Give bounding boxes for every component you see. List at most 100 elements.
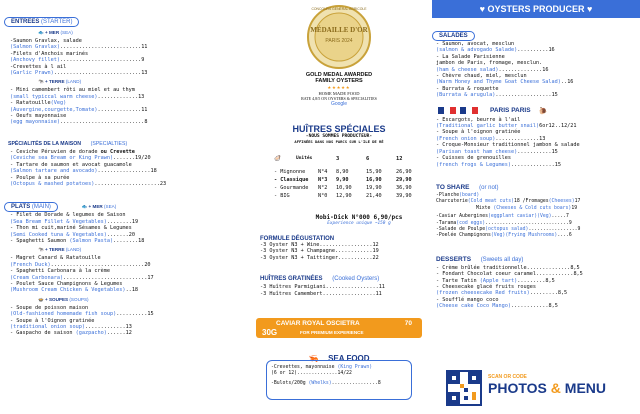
share-list: -Planche(board) Charcuterie(Cold meat cu…	[436, 193, 638, 240]
list-item: - Poulet Sauce Champignons & Legumes	[10, 280, 123, 287]
heart-icon: ♥	[479, 4, 488, 14]
list-item: -Filets d'Anchois marinés	[10, 50, 89, 57]
french-flag-icon	[460, 107, 478, 115]
list-item: -3 Oyster N3 + Wine.................12	[260, 242, 379, 248]
list-item: -3 Huîtres Parmigiani.................11	[260, 284, 385, 291]
list-item: (Parisan toast ham cheese)...........15	[436, 148, 558, 155]
list-item: (Ceviche sea Bream or King Prawn).......…	[10, 155, 151, 162]
list-item: (small typiccal warm cheese)............…	[10, 93, 145, 100]
list-item: (Burrata & arugula)..................15	[436, 92, 558, 99]
snail-icon: 🐌	[538, 106, 548, 115]
plats-heading: PLATS (MAIN)	[4, 202, 58, 213]
list-item: (french frogs & Legumes)..............15	[436, 161, 561, 168]
list-item: - Ratatouille(Veg)	[10, 100, 67, 107]
photos-menu-label: SCAN OR CODE PHOTOS & MENU	[488, 374, 607, 396]
list-item: (Auvergine,courgette,Tomate)............…	[10, 106, 148, 113]
list-item: (Mushroom Cream Chicken & Vegetables)..1…	[10, 287, 139, 294]
list-item: (French onion soup)..............13	[436, 135, 546, 142]
list-item: (salmon & advogado Salade)..........16	[436, 47, 555, 54]
list-item: (Salmon Gravlax)........................…	[10, 44, 148, 51]
list-item: - Escargots, beurre à l'ail	[436, 116, 521, 123]
oysters-title: HUÎTRES SPÉCIALES	[292, 124, 386, 134]
table-header: 🦪 Unités 3 6 12	[274, 156, 403, 162]
list-item: - La Salade Parisienne	[436, 53, 505, 60]
list-item: (Garlic Prawn)..........................…	[10, 70, 148, 77]
list-item: (Sea Bream Fillet & Vegetables)........1…	[10, 218, 139, 225]
list-item: - Croque-Monsieur traditionnel jambon & …	[436, 142, 580, 149]
list-item: - Soupe à l'Oignon gratinée	[10, 317, 95, 324]
list-item: (traditional onion soup).............13	[10, 324, 132, 330]
list-item: -Saumon Gravlax, salade	[10, 38, 82, 44]
list-item: -3 Oyster N3 + Taittinger...........22	[260, 254, 379, 261]
list-item: -Crevettes, mayonnaise (King Prawn)	[271, 365, 373, 370]
list-item: - Cheesecake glacé fruits rouges	[436, 283, 536, 290]
list-item: -Bulots/200g (Whelks)................8	[271, 380, 381, 386]
list-item: (Cheese cake Coco Mango)............8,5	[436, 303, 558, 310]
plats-land-list: - Magret Canard & Ratatouille (French Du…	[10, 255, 252, 293]
list-item: - Gaspacho de saison (gazpacho)......12	[10, 330, 132, 337]
list-item: (6 or 12)..............14/22	[271, 371, 352, 377]
list-item: - Cuisses de grenouilles	[436, 155, 511, 162]
list-item: - Spaghetti Saumon (Salmon Pasta).......…	[10, 237, 145, 244]
list-item: -Planche(board)	[436, 192, 480, 198]
specials-list: - Ceviche Péruvien de dorade ou Crevette…	[10, 149, 252, 187]
list-item: - Soupe à l'oignon gratinée	[436, 129, 521, 136]
specials-heading: SPÉCIALITÉS DE LA MAISON (SPECIALTIES)	[8, 140, 128, 147]
entrees-land-list: - Mini camembert rôti au miel et au thym…	[10, 87, 252, 125]
entrees-sea-list: -Saumon Gravlax, salade (Salmon Gravlax)…	[10, 38, 252, 76]
list-item: - Poulpe à sa purée	[10, 174, 70, 181]
share-heading: TO SHARE (or not)	[436, 183, 499, 191]
salades-list: - Saumon, avocat, mesclun (salmon & advo…	[436, 41, 638, 99]
french-flag-icon	[438, 107, 456, 115]
rating-stars: ★★★★★	[327, 84, 351, 91]
list-item: Mixte (Cheeses & Cold cuts boars)19	[476, 205, 578, 211]
list-item: -Poelée Champignons(Veg)(Frying Mushroom…	[436, 233, 572, 239]
list-item: - Thon mi cuit,mariné Sésames & Legumes	[10, 225, 132, 232]
shrimp-icon: 🦐	[308, 354, 319, 363]
qr-code[interactable]	[446, 370, 482, 406]
list-item: - Tartare de saumon et avocat guacamole	[10, 161, 132, 168]
heart-icon: ♥	[584, 4, 593, 14]
list-item: - Burrata & roquette	[436, 85, 499, 92]
list-item: (egg mayonnaise)........................…	[10, 119, 148, 126]
soups-subhead: 🍲 + SOUPES (SOUPS)	[38, 296, 89, 302]
list-item: Charcuterie(Cold meat cuts)18 /Fromages(…	[436, 199, 581, 205]
list-item: (Old-fashioned homemade fish soup)......…	[10, 311, 154, 318]
list-item: (Anchovy fillet)........................…	[10, 57, 145, 64]
list-item: -3 Huîtres Camembert.................11	[260, 290, 382, 297]
list-item: (Traditional garlic butter snail)6or12..…	[436, 123, 577, 130]
plats-sea-list: - Filet de Dorade & legumes de Saison (S…	[10, 212, 252, 244]
list-item: (Octopus & mashed potatoes).............…	[10, 180, 167, 187]
right-column: SALADES - Saumon, avocat, mesclun (salmo…	[428, 0, 638, 406]
list-item: - Crème brûlée traditionnelle...........…	[436, 264, 580, 271]
plats-sea-subhead: 🐟 + MER (SEA)	[81, 204, 117, 210]
list-item: -Salade de Poulpe(octopus salad)........…	[436, 226, 581, 232]
mobi-dick: Mobi-Dick N°000 6,90/pcs Experience uniq…	[315, 214, 403, 226]
seafood-heading: 🦐 SEA FOOD	[308, 354, 370, 363]
list-item: - Spaghetti Carbonara à la crème	[10, 268, 110, 275]
desserts-heading: DESSERTS (Sweets all day)	[436, 255, 524, 263]
list-item: - Saumon, avocat, mesclun	[436, 41, 515, 47]
paris-list: - Escargots, beurre à l'ail (Traditional…	[436, 117, 638, 168]
list-item: - Filet de Dorade & legumes de Saison	[10, 212, 126, 219]
list-item: (Warm Honey and Thyme Goat Cheese Salad)…	[436, 79, 574, 86]
list-item: -Caviar Aubergines(eggplant caviar)(Veg)…	[436, 214, 569, 220]
list-item: - Tarte Tatin (Apple tart).........8,5	[436, 277, 555, 284]
list-item: - Fondant Chocolat coeur caramel........…	[436, 271, 583, 278]
seafood-box: -Crevettes, mayonnaise (King Prawn) (6 o…	[266, 360, 412, 400]
plats-land-subhead: 🐄 + TERRE (LAND)	[38, 247, 82, 253]
salades-heading: SALADES	[432, 31, 475, 41]
list-item: (frozen cheesecake Red fruits).........8…	[436, 290, 568, 297]
gold-medal-seal: CONCOURS GÉNÉRAL AGRICOLE MÉDAILLE D'OR …	[306, 4, 372, 70]
google-logo: Google	[330, 101, 348, 107]
list-item: -3 Oyster N3 + Champagne............19	[260, 248, 379, 255]
list-item: - Oeufs mayonnaise	[10, 113, 67, 120]
list-item: (ham & cheese salad)..............16	[436, 66, 549, 73]
oysters-section: HUÎTRES SPÉCIALES -NOUS SOMMES PRODUCTEU…	[254, 124, 424, 144]
list-item: - Ceviche Péruvien de dorade ou Crevette	[10, 148, 135, 155]
entrees-sea-subhead: 🐟 + MER (SEA)	[38, 30, 73, 35]
